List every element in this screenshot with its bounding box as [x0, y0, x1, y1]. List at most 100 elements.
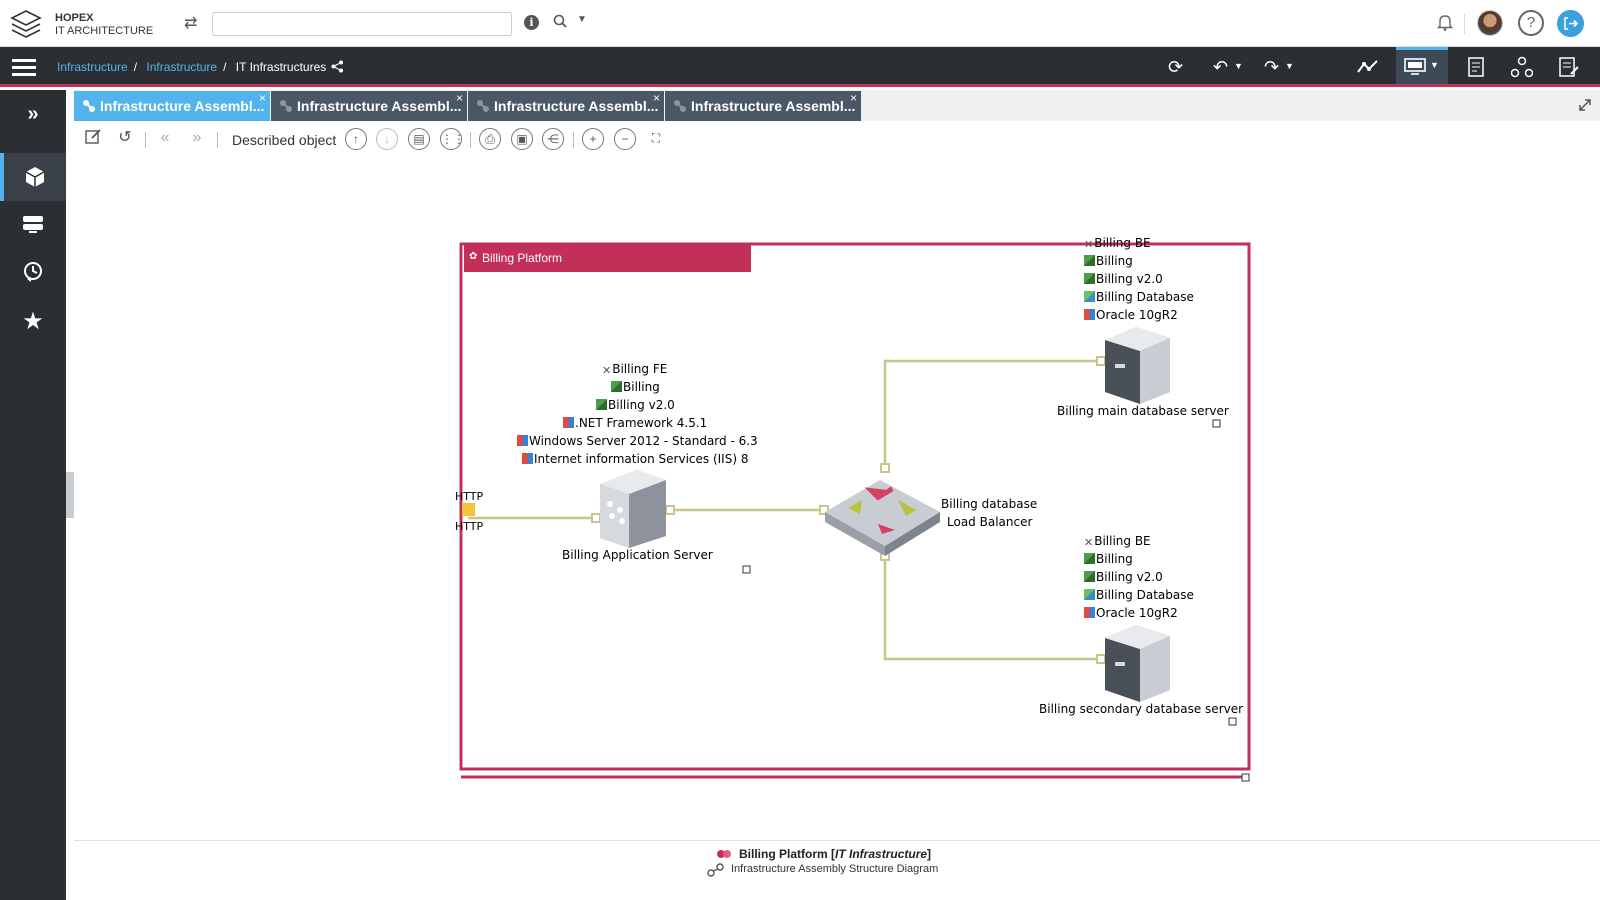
stack-item[interactable]: Billing v2.0 — [596, 398, 675, 412]
main-db-server-icon[interactable] — [1105, 327, 1170, 404]
stack-item[interactable]: ✕Billing BE — [1084, 236, 1151, 251]
list-edit-icon[interactable] — [1558, 56, 1580, 78]
stack-item[interactable]: Oracle 10gR2 — [1084, 606, 1178, 620]
chevron-down-icon[interactable]: ▼ — [1234, 61, 1243, 71]
arrow-up-icon: ↑ — [353, 132, 359, 146]
next-button[interactable]: » — [186, 128, 208, 150]
secondary-db-server-icon[interactable] — [1105, 625, 1170, 702]
grid-button[interactable]: ⋮⋮ — [440, 128, 465, 150]
stack-item[interactable]: Windows Server 2012 - Standard - 6.3 — [517, 434, 758, 448]
load-balancer-name-line2[interactable]: Load Balancer — [947, 515, 1033, 529]
share-icon[interactable] — [331, 60, 344, 73]
tab-diagram-1[interactable]: Infrastructure Assembl... × — [74, 91, 270, 121]
stack-item[interactable]: ✕Billing FE — [602, 362, 668, 377]
container-title-label: Billing Platform — [482, 251, 563, 265]
zoom-in-button[interactable]: + — [582, 128, 604, 150]
tab-diagram-4[interactable]: Infrastructure Assembl... × — [665, 91, 861, 121]
move-down-button[interactable]: ↓ — [376, 128, 398, 150]
tab-diagram-2[interactable]: Infrastructure Assembl... × — [271, 91, 467, 121]
stack-item[interactable]: Oracle 10gR2 — [1084, 308, 1178, 322]
connector-lb-secondary[interactable] — [883, 556, 1101, 661]
sidebar-resize-handle[interactable] — [66, 472, 74, 518]
chevron-down-icon[interactable]: ▼ — [577, 14, 587, 25]
zoom-out-button[interactable]: − — [614, 128, 636, 150]
close-icon[interactable]: × — [258, 91, 266, 105]
share-button[interactable]: ⋲ — [542, 128, 564, 150]
bell-icon[interactable] — [1437, 13, 1453, 31]
arrow-down-icon: ↓ — [384, 132, 390, 146]
http-label-bottom: HTTP — [455, 520, 484, 533]
avatar[interactable] — [1477, 10, 1503, 36]
stack-item[interactable]: ✕Billing BE — [1084, 534, 1151, 549]
search-input[interactable] — [212, 12, 512, 36]
refresh-icon[interactable]: ⟳ — [1168, 57, 1184, 77]
resize-handle[interactable] — [742, 565, 751, 574]
reload-button[interactable]: ↺ — [114, 128, 136, 150]
container-title[interactable]: ✿ Billing Platform — [464, 244, 751, 272]
load-balancer-name-line1[interactable]: Billing database — [941, 497, 1038, 511]
info-icon[interactable]: i — [524, 15, 539, 30]
expand-sidebar-button[interactable]: » — [0, 90, 66, 138]
trend-icon[interactable] — [1356, 58, 1380, 76]
report-icon[interactable] — [1467, 56, 1487, 78]
fit-to-screen-button[interactable]: ⛶ — [645, 128, 667, 150]
maximize-icon[interactable] — [1578, 98, 1592, 112]
move-up-button[interactable]: ↑ — [345, 128, 367, 150]
connector-lb-main[interactable] — [883, 359, 1101, 468]
breadcrumb-item[interactable]: Infrastructure — [57, 60, 128, 74]
resize-handle[interactable] — [1212, 419, 1221, 428]
stack-item[interactable]: Billing v2.0 — [1084, 272, 1163, 286]
stack-item[interactable]: .NET Framework 4.5.1 — [563, 416, 707, 430]
stack-item[interactable]: Internet information Services (IIS) 8 — [522, 452, 748, 466]
search-icon[interactable] — [553, 14, 567, 28]
resize-handle[interactable] — [1241, 773, 1250, 782]
print-button[interactable]: ⎙ — [479, 128, 501, 150]
secondary-db-server-name[interactable]: Billing secondary database server — [1039, 702, 1244, 716]
main-db-server-name[interactable]: Billing main database server — [1057, 404, 1229, 418]
close-icon[interactable]: × — [652, 91, 660, 105]
divider — [217, 132, 218, 148]
undo-icon[interactable]: ↶ — [1213, 57, 1229, 77]
swap-icon[interactable]: ⇄ — [184, 15, 198, 32]
sidebar-item-servers[interactable] — [0, 200, 66, 248]
software-technology-icon — [563, 417, 574, 428]
described-object-label[interactable]: Described object — [232, 132, 337, 148]
stack-item[interactable]: Billing v2.0 — [1084, 570, 1163, 584]
connectors — [468, 359, 1101, 661]
reload-icon: ↺ — [118, 129, 132, 146]
stack-item[interactable]: Billing Database — [1084, 588, 1194, 602]
logout-icon[interactable] — [1557, 10, 1584, 37]
stack-item[interactable]: Billing — [611, 380, 660, 394]
share-icon: ⋲ — [547, 132, 559, 146]
resize-handle[interactable] — [1228, 717, 1237, 726]
sidebar-item-history[interactable] — [0, 248, 66, 296]
previous-button[interactable]: « — [154, 128, 176, 150]
tab-label: Infrastructure Assembl... — [691, 98, 856, 114]
tab-diagram-3[interactable]: Infrastructure Assembl... × — [468, 91, 664, 121]
load-balancer-icon[interactable] — [825, 480, 940, 556]
redo-icon[interactable]: ↷ — [1264, 57, 1280, 77]
fullscreen-icon: ⛶ — [651, 131, 661, 145]
network-icon[interactable] — [1511, 56, 1533, 78]
close-icon[interactable]: × — [455, 91, 463, 105]
desktop-menu-button[interactable]: ▼ — [1396, 47, 1448, 84]
close-icon[interactable]: × — [849, 91, 857, 105]
edit-button[interactable] — [82, 128, 104, 150]
breadcrumb-item[interactable]: Infrastructure — [146, 60, 218, 74]
sidebar-item-assets[interactable] — [0, 153, 66, 201]
stack-item[interactable]: Billing — [1084, 254, 1133, 268]
app-server-name[interactable]: Billing Application Server — [562, 548, 713, 562]
chevron-down-icon[interactable]: ▼ — [1285, 61, 1294, 71]
export-image-button[interactable]: ▣ — [511, 128, 533, 150]
stack-item[interactable]: Billing — [1084, 552, 1133, 566]
stack-item[interactable]: Billing Database — [1084, 290, 1194, 304]
http-port[interactable] — [462, 503, 475, 516]
help-icon[interactable]: ? — [1518, 10, 1544, 36]
app-server-icon[interactable] — [600, 470, 666, 548]
hopex-logo-icon[interactable] — [10, 8, 42, 40]
properties-button[interactable]: ▤ — [408, 128, 430, 150]
left-sidebar: » ★ — [0, 90, 66, 900]
menu-icon[interactable] — [12, 59, 36, 76]
http-label-top: HTTP — [455, 490, 484, 503]
sidebar-item-favorites[interactable]: ★ — [0, 297, 66, 345]
